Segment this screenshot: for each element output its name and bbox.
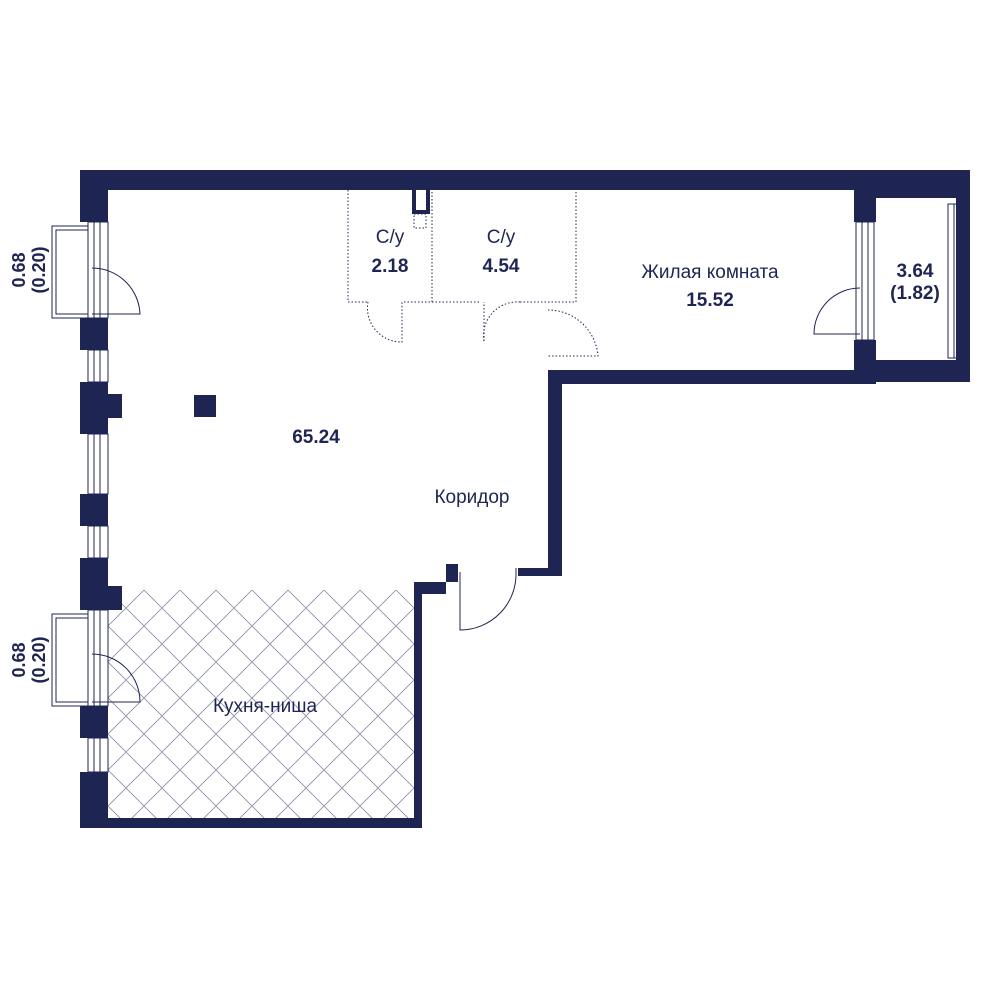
wall-living-bottom [548, 370, 854, 384]
wall-left-5 [80, 558, 108, 610]
column [194, 395, 216, 417]
wall-corridor-post [518, 568, 562, 576]
balcony-right-area: 3.64 [897, 261, 934, 282]
kitchen-floor-tiles [108, 590, 414, 820]
bathroom-partitions [347, 190, 599, 357]
living-area: 15.52 [686, 290, 734, 311]
wall-left-2 [80, 318, 108, 350]
balcony-left-bottom-sub: (0.20) [29, 636, 49, 683]
wall-entrance-post [446, 564, 458, 582]
right-balcony-floor [876, 198, 956, 360]
kitchen-name: Кухня-ниша [213, 696, 318, 717]
balcony-door-right [813, 287, 861, 335]
entrance-door [459, 568, 517, 631]
window-left-4 [87, 525, 109, 559]
window-left-6 [87, 737, 109, 773]
wall-bottom [80, 818, 422, 828]
wall-left-4 [80, 494, 108, 526]
window-right [855, 203, 969, 359]
living-name: Жилая комната [641, 262, 779, 283]
balcony-left-top-outline [51, 225, 89, 319]
balcony-right-sub: (1.82) [890, 283, 940, 304]
wall-balcony-right-top [876, 170, 970, 198]
wall-left-pier-2 [108, 586, 122, 610]
shaft-stub [412, 190, 416, 214]
shaft-stub-2 [426, 190, 430, 214]
balcony-left-top-area: 0.68 [9, 252, 29, 287]
wall-right-lower [854, 340, 876, 384]
wc1-name: С/у [376, 227, 405, 248]
wall-left-1 [80, 170, 108, 222]
walls [80, 170, 970, 828]
balcony-door-left-bottom [91, 653, 141, 703]
wall-left-6 [80, 706, 108, 738]
balcony-left-bottom-area: 0.68 [9, 642, 29, 677]
wall-left-pier [108, 394, 122, 418]
balcony-left-bottom-outline [51, 613, 89, 707]
wall-balcony-right-bottom [876, 360, 970, 382]
corridor-name: Коридор [434, 487, 509, 508]
wall-left-3 [80, 382, 108, 434]
balcony-left-top-sub: (0.20) [29, 246, 49, 293]
shaft-stub-3 [412, 210, 430, 214]
wall-top [80, 170, 970, 190]
wall-kitchen-top [414, 582, 446, 594]
wall-right-upper [854, 170, 876, 222]
wc2-name: С/у [487, 227, 516, 248]
balcony-door-left-top [91, 267, 141, 315]
main-area: 65.24 [292, 427, 340, 448]
wc2-area: 4.54 [483, 256, 520, 277]
wall-kitchen-right [414, 582, 422, 828]
window-left-3 [87, 433, 109, 495]
wc1-area: 2.18 [372, 256, 409, 277]
wall-corridor-right [548, 370, 562, 576]
window-left-5 [87, 609, 109, 707]
window-left-2 [87, 349, 109, 383]
